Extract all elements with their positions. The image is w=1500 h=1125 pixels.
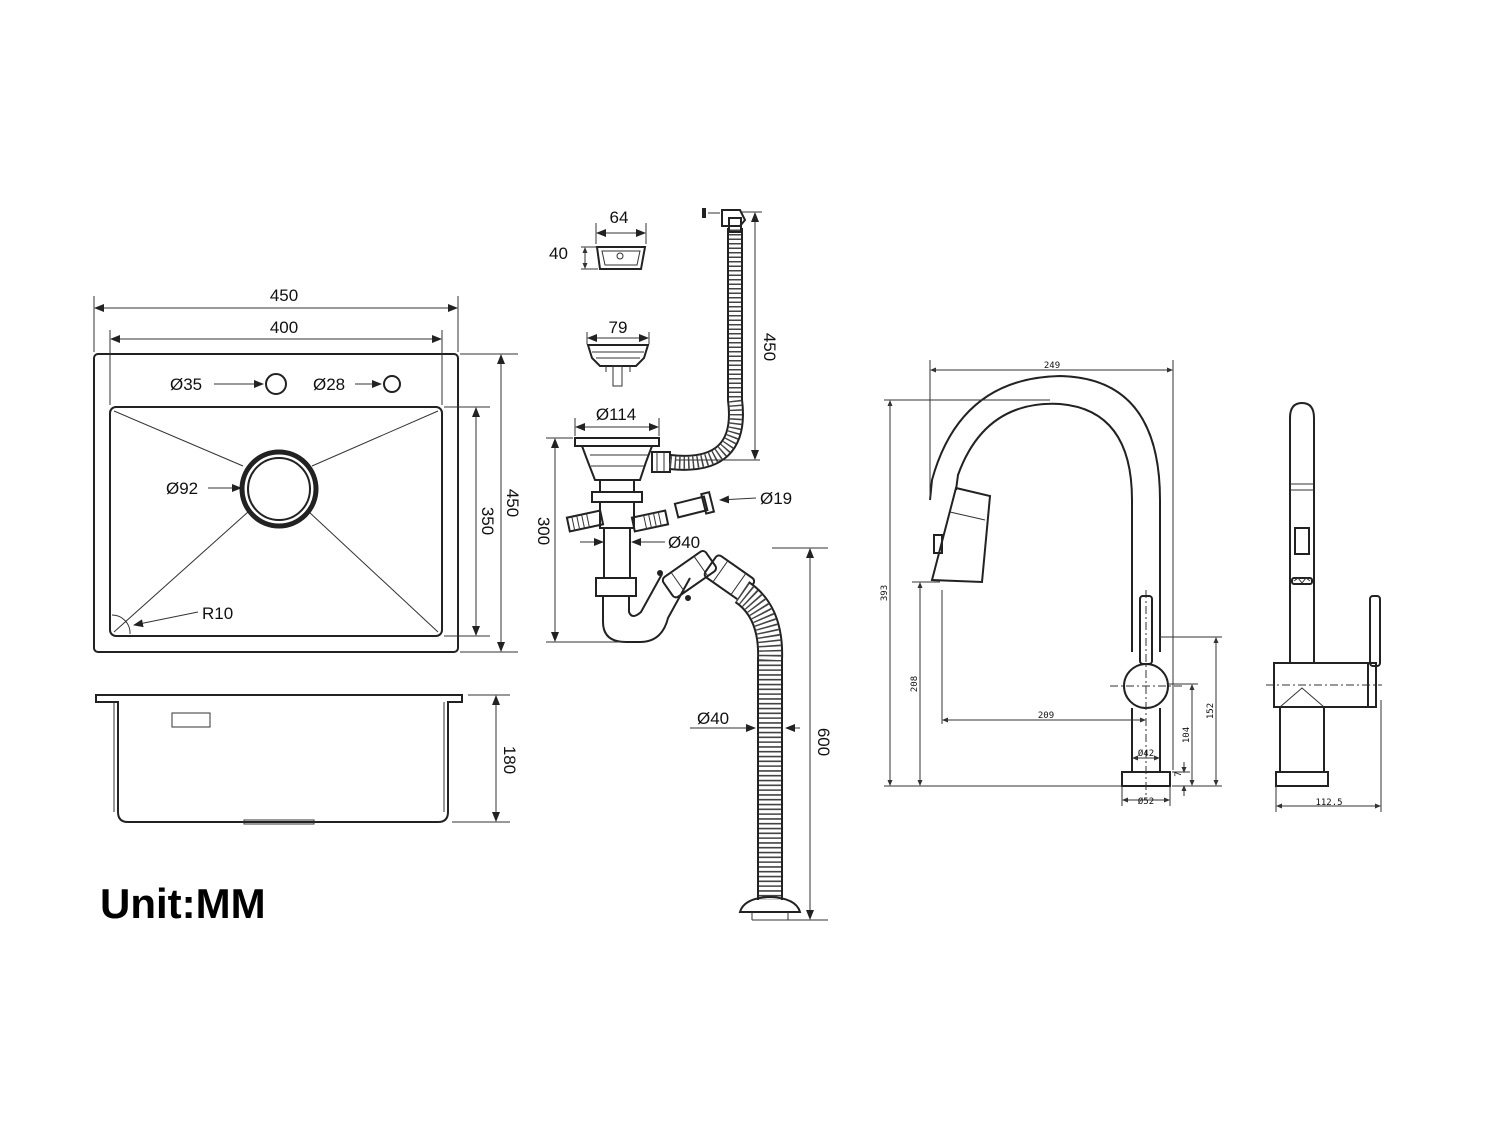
label-pipe: Ø40 — [668, 533, 700, 552]
label-overflow-width: 64 — [610, 208, 629, 227]
faucet-side-base — [1275, 771, 1329, 787]
label-reach-spout: 209 — [1038, 711, 1054, 721]
overflow-hose — [669, 208, 747, 471]
basket-strainer — [586, 344, 650, 367]
spigot-left — [565, 509, 605, 533]
label-side-depth: 112.5 — [1315, 798, 1342, 808]
spray-button — [933, 534, 943, 554]
sink-outer-rim — [93, 353, 459, 653]
trap-bend — [602, 577, 691, 643]
label-body-height: 152 — [1206, 703, 1216, 719]
label-trap-height: 300 — [534, 517, 553, 545]
label-overflow-height: 40 — [549, 244, 568, 263]
overflow-slot — [171, 712, 211, 728]
label-base-height: 104 — [1182, 727, 1192, 743]
label-outlet-hose: Ø40 — [697, 709, 729, 728]
pull-out-head — [930, 486, 992, 584]
drain-outlet — [243, 819, 315, 825]
sink-side-profile — [95, 694, 463, 823]
label-body-dia: Ø42 — [1138, 748, 1154, 759]
label-outer-width: 450 — [270, 286, 298, 305]
faucet-side-button — [1294, 527, 1310, 555]
faucet-side-view: 112.5 — [1266, 401, 1382, 812]
sink-side-view: 180 — [95, 694, 519, 825]
label-base-plate: 7 — [1174, 771, 1184, 776]
drain-flange — [574, 437, 660, 447]
label-depth: 180 — [500, 746, 519, 774]
label-hole-large: Ø35 — [170, 375, 202, 394]
drain-hole — [239, 449, 319, 529]
faucet-spout-inner — [929, 374, 1161, 652]
floor-flange — [738, 895, 802, 913]
label-base-dia: Ø52 — [1138, 796, 1154, 807]
label-inner-height: 350 — [478, 507, 497, 535]
label-basket-width: 79 — [609, 318, 628, 337]
unit-label: Unit:MM — [100, 880, 266, 927]
faucet-side-lever — [1369, 595, 1381, 667]
outlet-hose — [734, 581, 802, 921]
label-reach-total: 249 — [1044, 361, 1060, 371]
label-stub: Ø19 — [760, 489, 792, 508]
sink-bowl — [109, 406, 443, 637]
corner-radius-arc — [111, 614, 131, 635]
drain-inner — [247, 457, 311, 521]
label-hose-length: 450 — [760, 333, 779, 361]
spigot-right — [630, 509, 670, 533]
overflow-cover — [595, 246, 647, 270]
overflow-nipple — [651, 451, 671, 473]
trap-pipe — [603, 527, 631, 579]
label-hole-small: Ø28 — [313, 375, 345, 394]
trap-joint — [661, 550, 718, 599]
label-drain: Ø92 — [166, 479, 198, 498]
label-outer-height: 450 — [503, 489, 522, 517]
faucet-hole-large — [265, 373, 287, 395]
connector-stub — [673, 490, 716, 519]
faucet-front-view: 249 393 208 209 152 104 7 Ø42 Ø52 — [880, 360, 1222, 807]
drain-body — [580, 445, 654, 481]
label-inner-width: 400 — [270, 318, 298, 337]
sink-top-view: 450 400 450 350 Ø35 Ø28 Ø92 R10 — [93, 286, 522, 653]
drain-kit: 64 40 79 Ø114 — [534, 208, 833, 921]
label-flange: Ø114 — [596, 405, 636, 424]
faucet-hole-small — [383, 375, 401, 393]
label-spout-height: 208 — [910, 676, 920, 692]
label-outlet-length: 600 — [814, 728, 833, 756]
label-corner-radius: R10 — [202, 604, 233, 623]
faucet-side-spout — [1289, 401, 1315, 662]
label-height-total: 393 — [880, 585, 890, 601]
faucet-spout-outer — [955, 402, 1133, 652]
